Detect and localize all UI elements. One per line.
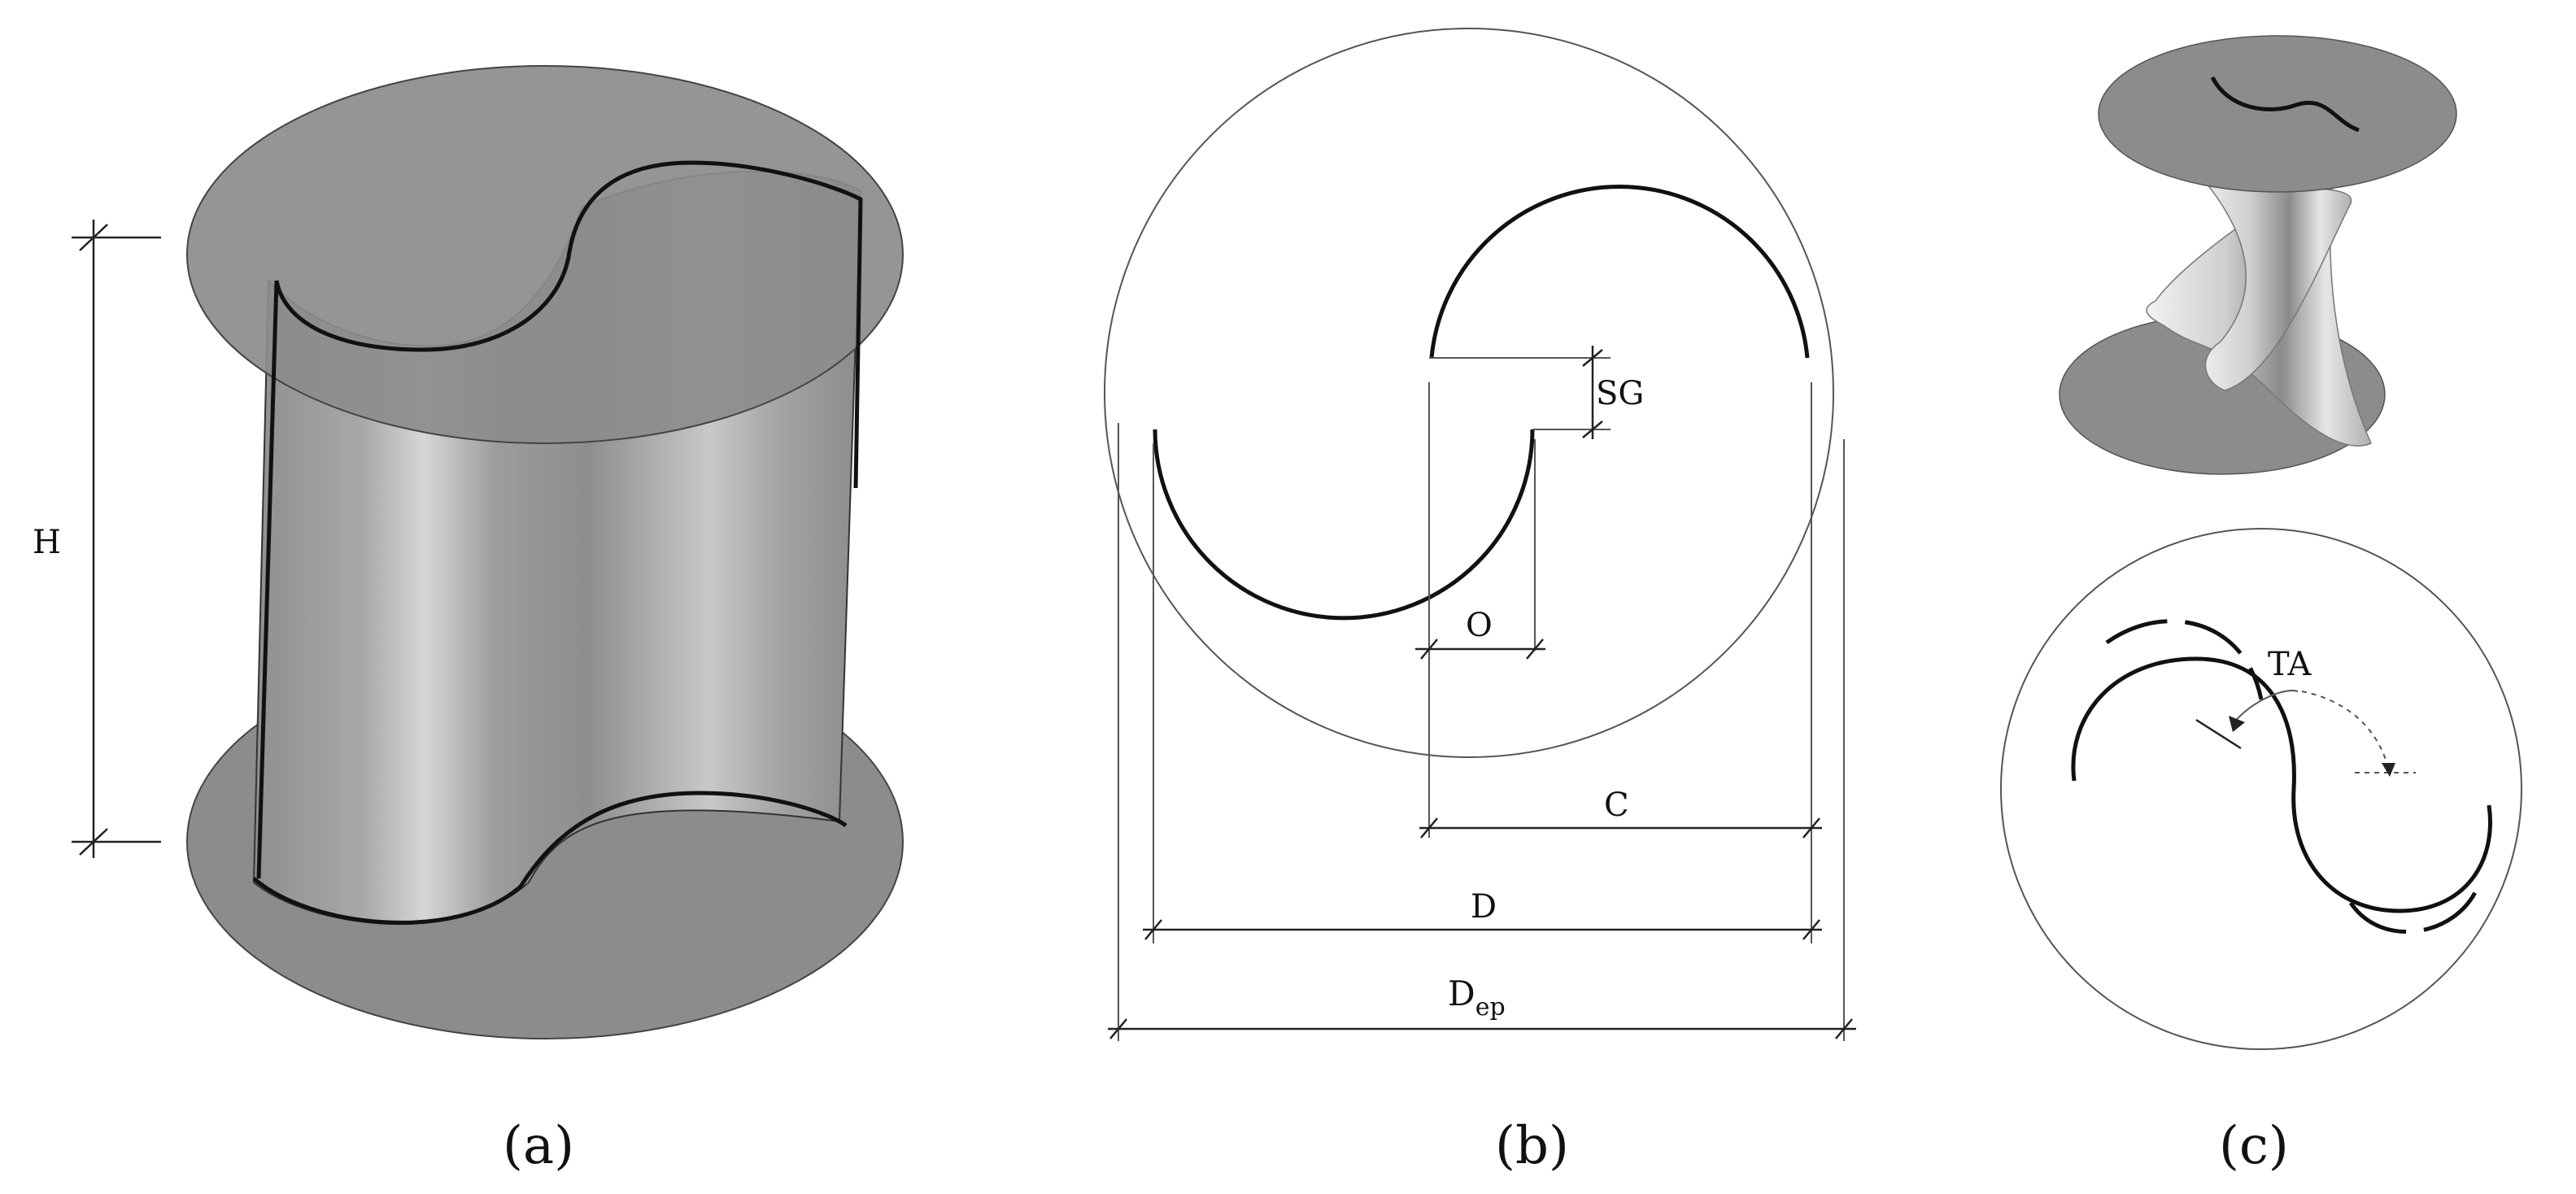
panel-b-cross-section: SG O C D Dep (b) [1104, 28, 1856, 1176]
bottom-blade-profile [252, 791, 848, 925]
height-dimension: H [33, 220, 161, 858]
upper-blade-arc [1429, 185, 1810, 359]
lower-blade-arc [1153, 429, 1535, 621]
chord-label: C [1604, 787, 1629, 824]
twisted-top-endplate [2098, 35, 2457, 193]
endplate-diameter-dimension: Dep [1108, 974, 1856, 1039]
panel-c-twisted-rotor: TA (c) [2000, 35, 2522, 1176]
diameter-dimension: D [1143, 888, 1822, 940]
top-endplate [186, 65, 904, 444]
overlap-label: O [1466, 607, 1493, 644]
panel-a-caption: (a) [503, 1116, 574, 1176]
panel-b-caption: (b) [1495, 1116, 1569, 1176]
top-blade-profile [274, 160, 863, 489]
twisted-endplate-circle [2000, 528, 2522, 1050]
twisted-rotor-3d [2059, 35, 2457, 475]
height-label: H [33, 524, 61, 561]
shaft-gap-label: SG [1596, 375, 1644, 412]
panel-c-caption: (c) [2219, 1116, 2289, 1176]
twist-angle-label: TA [2268, 646, 2312, 683]
twist-angle-diagram: TA [2000, 528, 2522, 1050]
panel-a-rotor-3d: H (a) [33, 65, 904, 1176]
endplate-circle [1104, 28, 1834, 758]
overlap-dimension: O [1415, 607, 1545, 660]
chord-dimension: C [1419, 787, 1822, 839]
diameter-label: D [1471, 888, 1497, 926]
shaft-gap-dimension: SG [1429, 346, 1644, 439]
endplate-diameter-label: Dep [1448, 974, 1506, 1022]
